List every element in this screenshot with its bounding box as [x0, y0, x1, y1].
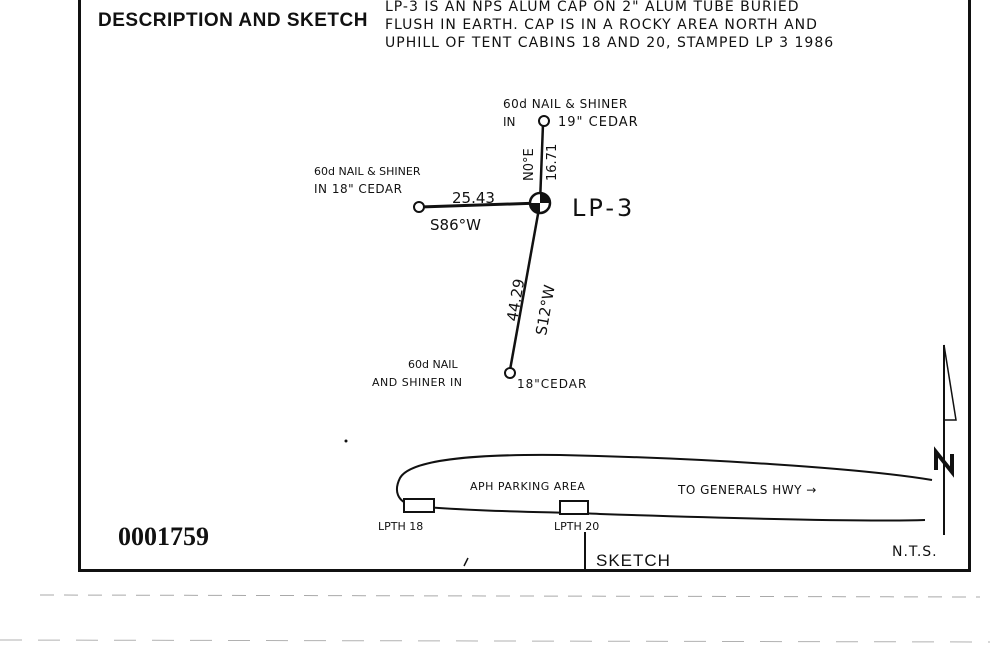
west-ref-line1: 60d NAIL & SHINER — [314, 165, 421, 178]
north-ref-distance: 16.71 — [545, 144, 560, 181]
monument-symbol-icon — [528, 191, 552, 215]
scale-note: N.T.S. — [892, 544, 938, 560]
north-ref-line2: IN — [503, 115, 516, 129]
north-ref-line3: 19" CEDAR — [558, 115, 639, 130]
north-arrow-icon — [934, 344, 957, 535]
sheet-frame — [78, 0, 971, 572]
scan-noise-line — [0, 639, 991, 643]
north-reference-point — [538, 115, 550, 127]
west-ref-line2: IN 18" CEDAR — [314, 182, 402, 196]
tent-cabin-18 — [403, 498, 435, 513]
tent-cabin-20-label: LPTH 20 — [554, 520, 599, 533]
west-reference-point — [413, 201, 425, 213]
south-tie-line — [508, 202, 542, 371]
road-direction-label: TO GENERALS HWY → — [677, 483, 817, 497]
south-ref-line2: AND SHINER IN — [372, 376, 463, 389]
south-ref-line3: 18"CEDAR — [517, 377, 587, 391]
station-description: LP-3 IS AN NPS ALUM CAP ON 2" ALUM TUBE … — [385, 0, 960, 52]
description-line: FLUSH IN EARTH. CAP IS IN A ROCKY AREA N… — [385, 17, 818, 33]
stray-mark — [463, 557, 469, 567]
south-ref-distance: 44.29 — [503, 277, 528, 322]
south-ref-line1: 60d NAIL — [408, 358, 458, 371]
parking-area-label: APH PARKING AREA — [470, 480, 585, 493]
tent-cabin-18-label: LPTH 18 — [378, 520, 423, 533]
tent-cabin-20 — [559, 500, 589, 515]
north-tie-line — [538, 123, 545, 204]
scan-noise-line — [39, 594, 981, 598]
parking-area-outline — [396, 453, 933, 522]
north-ref-line1: 60d NAIL & SHINER — [503, 97, 628, 111]
station-label: LP-3 — [572, 194, 635, 222]
document-number: 0001759 — [118, 522, 209, 551]
stray-dot — [344, 439, 348, 443]
south-ref-bearing: S12°W — [532, 283, 559, 336]
north-ref-bearing: N0°E — [522, 148, 537, 181]
description-line: LP-3 IS AN NPS ALUM CAP ON 2" ALUM TUBE … — [385, 0, 800, 15]
west-ref-bearing: S86°W — [430, 216, 481, 234]
west-ref-distance: 25.43 — [452, 189, 495, 207]
description-line: UPHILL OF TENT CABINS 18 AND 20, STAMPED… — [385, 35, 835, 51]
south-reference-point — [504, 367, 516, 379]
section-title: DESCRIPTION AND SKETCH — [98, 10, 368, 31]
west-tie-line — [419, 201, 541, 209]
sketch-label: SKETCH — [596, 551, 671, 570]
